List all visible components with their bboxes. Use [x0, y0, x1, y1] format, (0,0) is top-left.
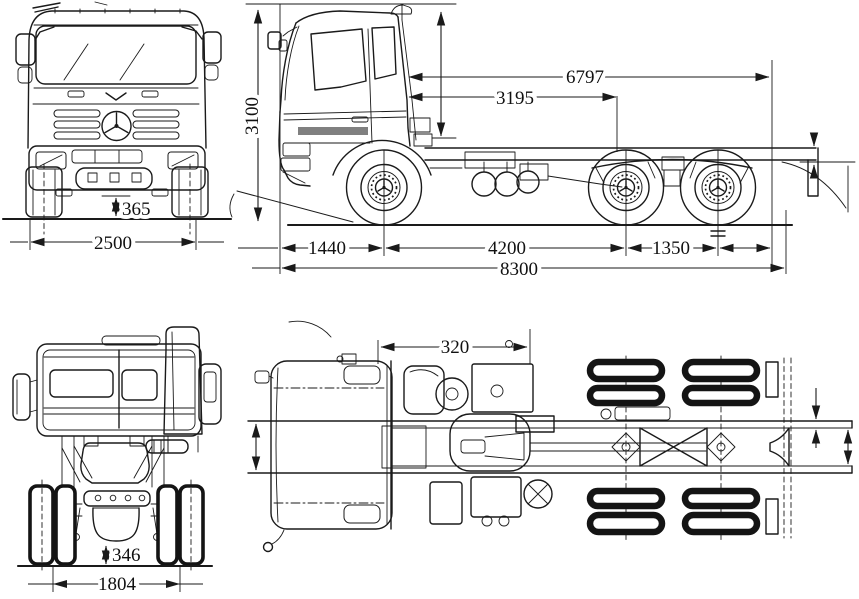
engine-bellhousing	[449, 413, 531, 472]
front-view: 365 2500	[1, 1, 233, 258]
mercedes-star-icon	[101, 110, 132, 142]
front-fender	[332, 139, 432, 176]
air-intake-stack	[163, 326, 203, 435]
air-tank	[516, 170, 540, 194]
air-cleaner	[403, 365, 445, 415]
air-tank	[494, 171, 520, 197]
air-tank	[471, 171, 497, 197]
axle-housing	[80, 442, 150, 484]
cab-step	[280, 157, 311, 172]
rear-window-right	[121, 369, 158, 401]
rear-view: 346 1804	[12, 326, 222, 599]
plan-cab	[254, 320, 393, 553]
fuel-tank	[470, 476, 522, 518]
leaf-spring	[591, 158, 753, 169]
rear-window-left	[49, 369, 114, 398]
dim-front-track-width: 2500	[94, 233, 132, 254]
roof-fairing	[101, 335, 161, 346]
door-swing-arc	[288, 320, 332, 338]
bunk	[343, 365, 381, 385]
dim-bumper-ground-clearance: 365	[122, 199, 151, 220]
dim-axle-ground-clearance: 346	[112, 545, 141, 566]
side-view: 3100 6797 3195 1440 4200 1350 8300	[229, 3, 856, 284]
steering-wheel	[435, 377, 469, 411]
mirror-arm	[262, 541, 274, 553]
dim-cab-back-clearance: 320	[441, 337, 470, 358]
plan-driveline	[381, 355, 736, 541]
left-headlight	[35, 151, 67, 170]
plan-wheels	[586, 358, 761, 536]
side-mirror	[267, 31, 282, 50]
dim-overall-height: 3100	[242, 97, 263, 135]
muffler	[523, 479, 553, 509]
cross-brace	[639, 427, 708, 467]
door-handle	[351, 116, 369, 123]
windshield	[35, 25, 197, 85]
mirror-arm	[254, 370, 270, 384]
front-wheels	[25, 163, 209, 235]
wiper-arm-icon	[32, 2, 61, 13]
dim-rear-track-width: 1804	[98, 574, 137, 595]
approach-angle-line	[236, 190, 354, 223]
top-view: 320	[247, 320, 853, 553]
dim-front-overhang: 1440	[308, 238, 346, 259]
dim-cab-back-to-rear-axle: 3195	[496, 88, 534, 109]
plan-equipment-box	[471, 340, 534, 413]
rear-cab	[12, 326, 222, 454]
bunk	[343, 504, 381, 524]
differential-bowl	[92, 507, 140, 542]
level-mark	[710, 230, 726, 237]
right-mirror	[198, 363, 222, 425]
grille	[53, 109, 180, 142]
left-mirror	[15, 26, 55, 84]
right-headlight	[167, 151, 199, 170]
dim-cab-back-to-frame-end: 6797	[566, 67, 604, 88]
top-dimensions: 320	[251, 329, 853, 471]
cab-step	[282, 142, 311, 157]
quarter-window	[371, 26, 397, 80]
chassis-equipment	[409, 117, 753, 197]
right-mirror	[181, 26, 222, 81]
plan-frame-rails	[247, 420, 853, 474]
front-cab	[27, 1, 207, 149]
rear-wheels	[28, 479, 205, 573]
chassis-frame	[424, 132, 856, 213]
plan-rear-crossmember	[765, 357, 792, 539]
side-dimensions: 3100 6797 3195 1440 4200 1350 8300	[238, 4, 787, 284]
side-cab	[267, 4, 432, 187]
side-wheels	[345, 149, 757, 226]
towing-coupling	[769, 427, 790, 467]
dim-rear-axle-spacing: 1350	[652, 238, 690, 259]
dim-wheelbase: 4200	[488, 238, 526, 259]
rear-dimensions: 346 1804	[28, 541, 203, 599]
left-mirror	[12, 373, 31, 421]
driveshaft	[529, 442, 707, 452]
battery-box	[464, 151, 516, 169]
dim-overall-length: 8300	[500, 259, 538, 280]
battery-box	[429, 481, 463, 525]
front-dimensions: 365 2500	[10, 195, 224, 258]
door-window	[310, 28, 367, 91]
